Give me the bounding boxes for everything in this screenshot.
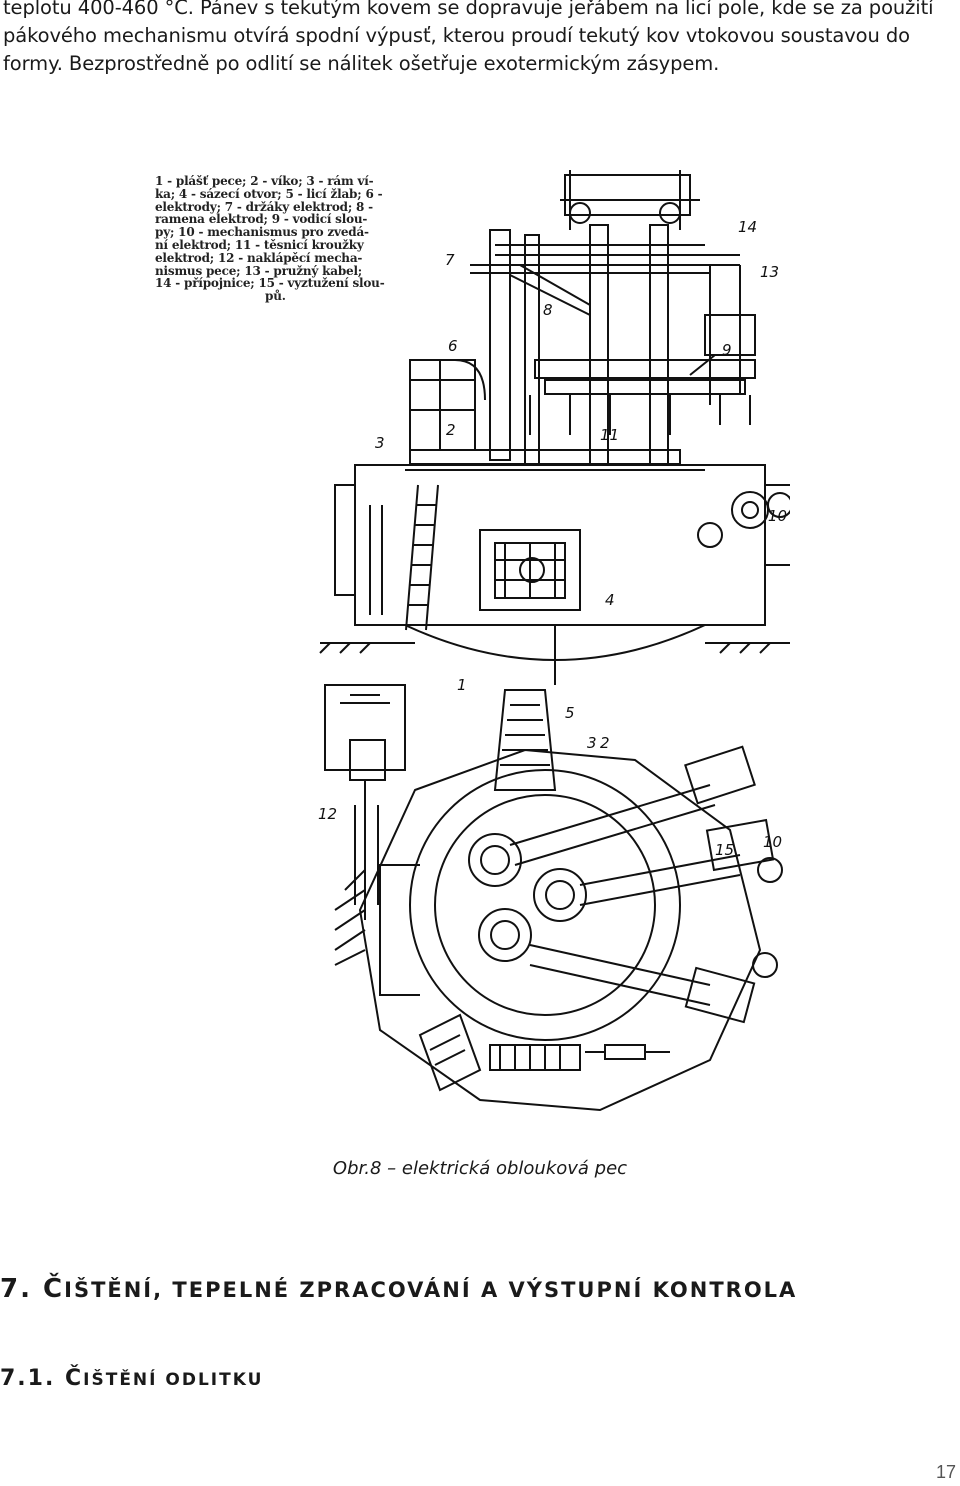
paragraph-line: teplotu 400-460 °C. Pánev s tekutým kove… <box>3 0 934 19</box>
callout-14: 14 <box>738 218 757 236</box>
furnace-drawing-svg: 1 2 3 4 5 6 7 8 9 10 11 12 13 14 15 3 2 … <box>318 170 790 1112</box>
callout-3: 3 <box>375 434 385 452</box>
callout-6: 6 <box>448 337 458 355</box>
section-title-rest: IŠTĚNÍ, TEPELNÉ ZPRACOVÁNÍ A VÝSTUPNÍ KO… <box>64 1278 798 1302</box>
callout-12: 12 <box>318 805 337 823</box>
callout-9: 9 <box>722 341 732 359</box>
subsection-title-rest: IŠTĚNÍ ODLITKU <box>83 1370 264 1390</box>
callout-15: 15 <box>715 841 734 859</box>
subsection-title-initial: Č <box>65 1366 84 1391</box>
paragraph-line: formy. Bezprostředně po odlití se nálite… <box>3 52 720 75</box>
callout-13: 13 <box>760 263 779 281</box>
section-title-initial: Č <box>43 1274 65 1304</box>
callout-1: 1 <box>457 676 467 694</box>
callout-5: 5 <box>565 704 575 722</box>
callout-7: 7 <box>445 251 455 269</box>
section-number: 7. <box>0 1274 44 1304</box>
paragraph-line: pákového mechanismu otvírá spodní výpusť… <box>3 24 910 47</box>
callout-4: 4 <box>605 591 615 609</box>
legend-line: ní elektrod; 11 - těsnicí kroužky <box>155 237 364 252</box>
figure-caption: Obr.8 – elektrická oblouková pec <box>0 1158 960 1179</box>
furnace-drawing: 1 2 3 4 5 6 7 8 9 10 11 12 13 14 15 3 2 … <box>150 165 790 1115</box>
callout-2: 2 <box>446 421 456 439</box>
caption-text: – elektrická oblouková pec <box>381 1158 628 1179</box>
callout-10: 10 <box>768 507 787 525</box>
caption-label: Obr.8 <box>332 1158 382 1179</box>
callout-plan-3: 3 <box>587 734 597 752</box>
legend-line: ka; 4 - sázecí otvor; 5 - licí žlab; 6 - <box>155 186 383 201</box>
page-number: 17 <box>935 1462 956 1482</box>
legend-line: elektrod; 12 - naklápěcí mecha- <box>155 250 363 265</box>
legend-line: elektrody; 7 - držáky elektrod; 8 - <box>155 199 373 214</box>
callout-plan-2: 2 <box>600 734 610 752</box>
callout-11: 11 <box>600 426 619 444</box>
legend-line: nismus pece; 13 - pružný kabel; <box>155 263 363 278</box>
callout-8: 8 <box>543 301 553 319</box>
figure-legend: 1 - plášť pece; 2 - víko; 3 - rám ví- ka… <box>155 175 410 303</box>
section-heading: 7. ČIŠTĚNÍ, TEPELNÉ ZPRACOVÁNÍ A VÝSTUPN… <box>0 1274 797 1304</box>
legend-line: 14 - přípojnice; 15 - vyztužení slou- <box>155 276 385 291</box>
legend-line: ramena elektrod; 9 - vodicí slou- <box>155 212 368 227</box>
body-paragraph: teplotu 400-460 °C. Pánev s tekutým kove… <box>3 0 953 78</box>
legend-line: pů. <box>265 289 286 304</box>
callout-plan-10: 10 <box>763 833 782 851</box>
legend-line: py; 10 - mechanismus pro zvedá- <box>155 225 369 240</box>
subsection-number: 7.1. <box>0 1366 65 1391</box>
legend-line: 1 - plášť pece; 2 - víko; 3 - rám ví- <box>155 174 374 188</box>
subsection-heading: 7.1. ČIŠTĚNÍ ODLITKU <box>0 1366 263 1391</box>
